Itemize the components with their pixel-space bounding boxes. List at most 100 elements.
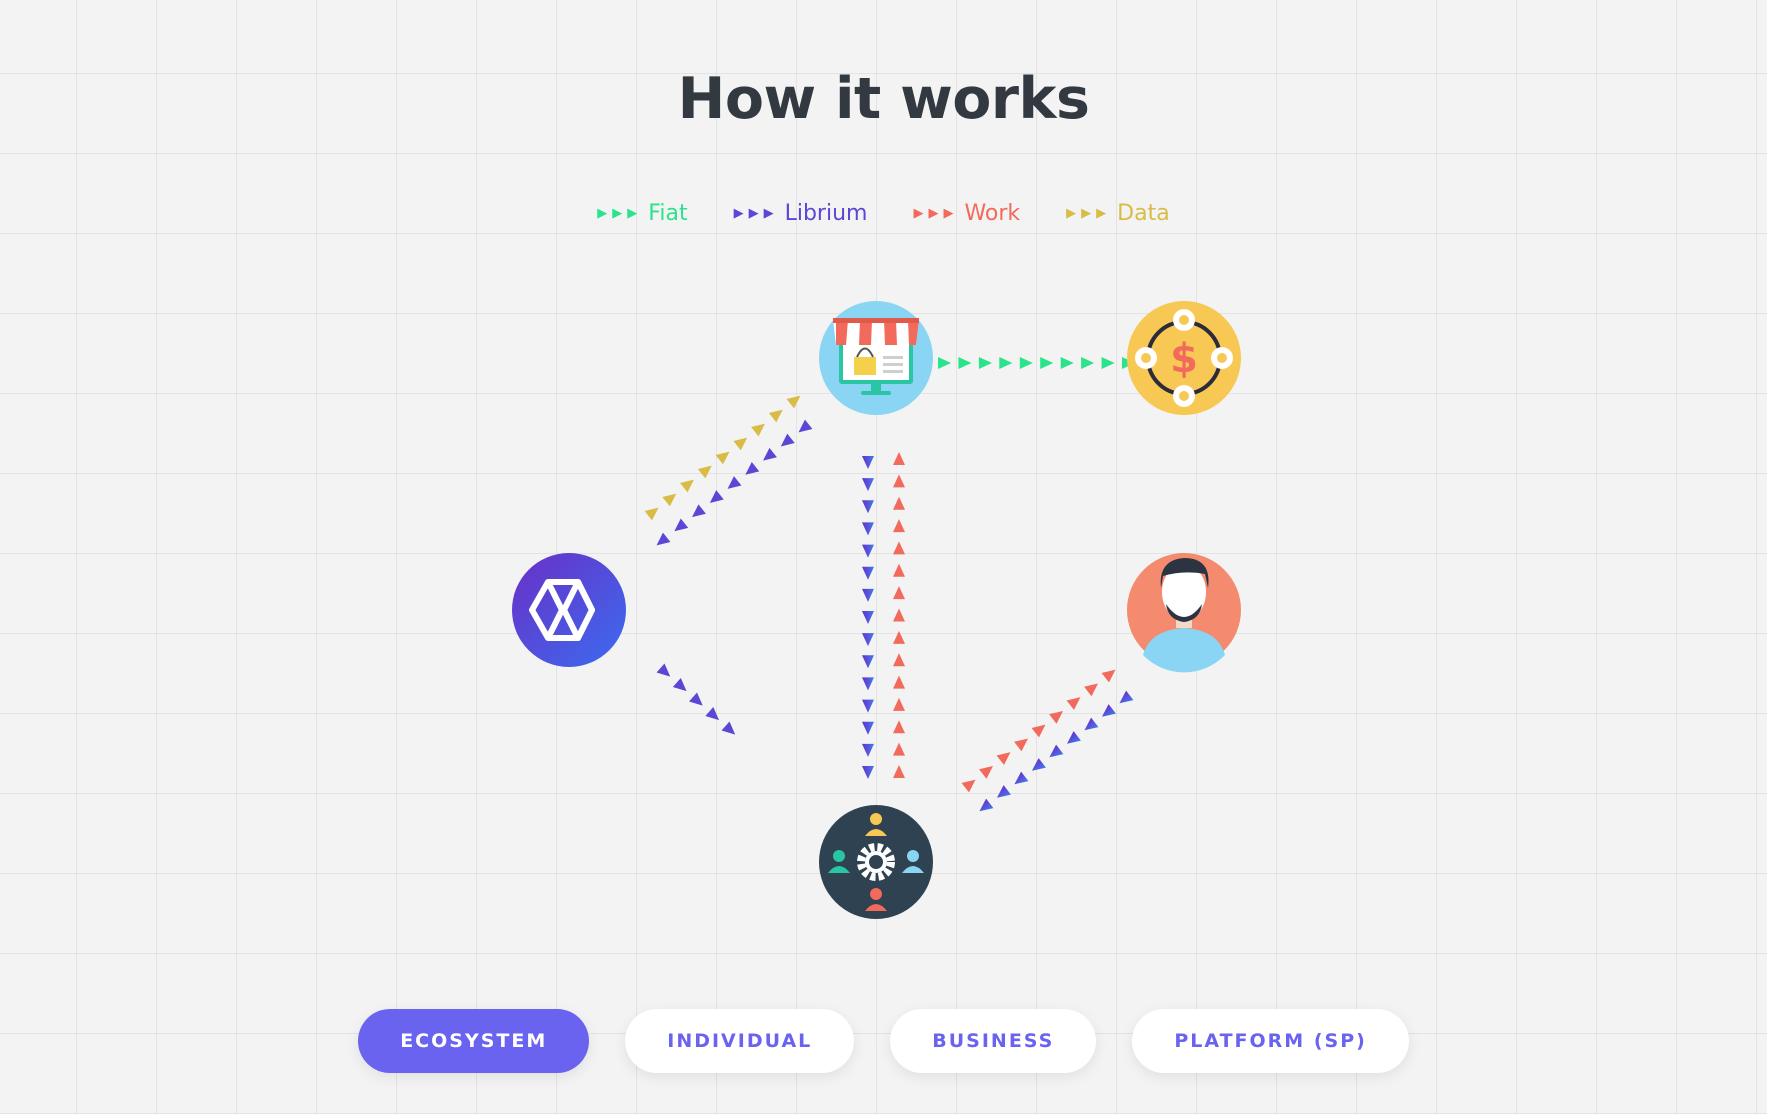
ecosystem-button[interactable]: ECOSYSTEM [358, 1009, 590, 1073]
flow-arrow-librium [862, 478, 874, 492]
flow-arrow-librium [1031, 758, 1046, 771]
business-button[interactable]: BUSINESS [890, 1009, 1097, 1073]
flow-arrow-librium [656, 663, 671, 677]
flow-arrow-librium [862, 699, 874, 713]
platform-sp-button[interactable]: PLATFORM (SP) [1132, 1009, 1409, 1073]
flow-arrow-work [979, 765, 994, 779]
flow-arrow-work [893, 519, 905, 533]
legend-label: Librium [784, 200, 868, 226]
flow-arrow-librium [862, 743, 874, 757]
flow-arrow-librium [1101, 704, 1116, 717]
flow-arrow-librium [798, 419, 813, 433]
librium-node[interactable] [512, 553, 626, 667]
flow-arrow-librium [745, 461, 760, 475]
fiat-arrows-icon: ▶▶▶ [597, 205, 643, 221]
flow-arrow-librium [862, 588, 874, 602]
flow-arrow-librium [674, 518, 689, 532]
flow-arrow-data [697, 465, 712, 479]
flow-arrow-fiat [1040, 357, 1054, 369]
flow-arrow-data [662, 493, 677, 507]
legend-data: ▶▶▶ Data [1066, 201, 1170, 226]
flow-arrow-fiat [1101, 357, 1115, 369]
flow-arrow-librium [862, 500, 874, 514]
flow-arrow-librium [862, 766, 874, 779]
dollar-gears-icon: $ [1135, 309, 1233, 407]
view-tabs: ECOSYSTEM INDIVIDUAL BUSINESS PLATFORM (… [0, 1009, 1767, 1073]
flow-arrow-fiat [978, 357, 992, 369]
data-arrows-icon: ▶▶▶ [1066, 205, 1112, 221]
platform-node[interactable] [819, 805, 933, 919]
flow-arrow-work [893, 452, 905, 465]
flow-arrow-librium [862, 633, 874, 647]
legend-fiat: ▶▶▶ Fiat [597, 201, 687, 226]
flow-arrow-data [680, 479, 694, 493]
flow-arrow-work [893, 608, 905, 622]
flow-arrow-work [1066, 697, 1081, 710]
flow-arrow-work [893, 697, 905, 711]
flow-arrow-work [1031, 724, 1046, 738]
flow-arrow-fiat [1081, 357, 1095, 369]
flow-arrow-librium [1084, 717, 1099, 731]
svg-text:$: $ [1170, 336, 1198, 382]
page-title: How it works [677, 66, 1090, 132]
legend-label: Work [964, 200, 1021, 226]
flow-arrow-librium [862, 721, 874, 735]
librium-arrows-icon: ▶▶▶ [733, 205, 779, 221]
flow-arrow-work [1084, 683, 1099, 697]
flow-arrow-fiat [999, 357, 1013, 369]
flow-arrow-librium [1049, 744, 1064, 758]
flow-arrow-fiat [958, 357, 972, 369]
legend-label: Data [1117, 200, 1170, 226]
flow-arrow-work [893, 586, 905, 600]
flow-arrow-librium [996, 785, 1011, 798]
flow-arrow-work [1049, 710, 1064, 724]
work-arrows-icon: ▶▶▶ [913, 205, 959, 221]
flow-arrow-fiat [1060, 357, 1074, 369]
flow-arrow-librium [862, 655, 874, 669]
flow-arrow-fiat [938, 357, 951, 369]
flow-arrows [644, 357, 1135, 812]
flow-arrow-librium [705, 707, 720, 721]
individual-button[interactable]: INDIVIDUAL [625, 1009, 855, 1073]
flow-arrow-librium [692, 504, 706, 518]
legend-label: Fiat [648, 200, 688, 226]
flow-arrow-work [893, 563, 905, 577]
flow-arrow-data [751, 423, 765, 437]
librium-logo-icon [529, 579, 595, 641]
flow-arrow-data [768, 409, 783, 423]
flow-arrow-work [996, 752, 1011, 765]
flow-arrow-librium [862, 544, 874, 558]
finance-node[interactable]: $ [1127, 301, 1241, 415]
flow-arrow-librium [979, 798, 994, 812]
flow-arrow-librium [1066, 731, 1081, 744]
flow-arrow-librium [862, 566, 874, 580]
store-node[interactable] [819, 301, 933, 415]
person-avatar-icon [1143, 558, 1225, 673]
flow-arrow-work [893, 541, 905, 555]
flow-arrow-librium [672, 678, 687, 692]
flow-arrow-librium [1014, 771, 1029, 785]
flow-arrow-work [893, 742, 905, 756]
flow-arrow-librium [656, 532, 671, 546]
storefront-icon [833, 318, 919, 395]
flow-arrow-data [733, 437, 748, 451]
individual-node[interactable] [1127, 553, 1241, 673]
flow-arrow-work [1101, 669, 1116, 683]
flow-arrow-data [644, 507, 659, 521]
flow-arrow-librium [862, 456, 874, 469]
flow-arrow-work [893, 630, 905, 644]
flow-arrow-work [893, 765, 905, 778]
flow-arrow-data [786, 395, 801, 409]
flow-arrow-data [715, 451, 730, 465]
flow-arrow-librium [1119, 690, 1134, 704]
flow-arrow-work [893, 496, 905, 510]
flow-arrow-librium [780, 433, 795, 447]
legend-work: ▶▶▶ Work [913, 201, 1020, 226]
flow-arrow-librium [862, 677, 874, 691]
flow-arrow-work [961, 779, 976, 793]
flow-arrow-librium [709, 490, 724, 503]
flow-arrow-librium [862, 611, 874, 624]
flow-arrow-librium [727, 476, 742, 489]
flow-arrow-work [893, 675, 905, 689]
